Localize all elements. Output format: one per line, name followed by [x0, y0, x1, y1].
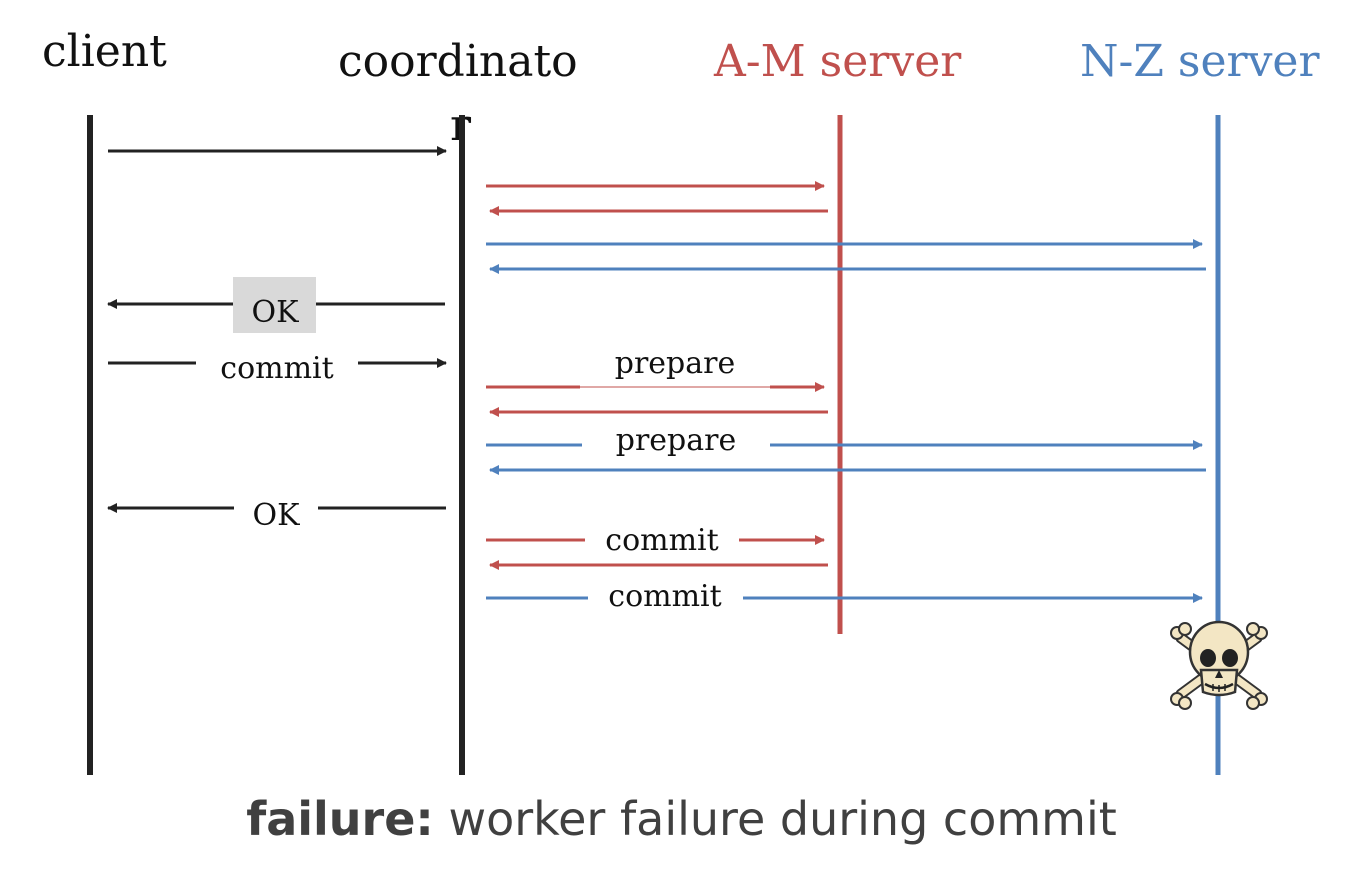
commit-am-label: commit [605, 523, 718, 558]
skull-and-crossbones-icon [1170, 620, 1268, 710]
ok-first-label: OK [251, 295, 299, 330]
nz-server-lifeline-label: N-Z server [1080, 36, 1320, 87]
prepare-am-label: prepare [615, 346, 735, 381]
ok-first-highlight [233, 277, 316, 333]
commit-nz-label: commit [608, 579, 721, 614]
diagram-caption: failure: worker failure during commit [0, 792, 1363, 846]
caption-bold: failure: [246, 792, 434, 846]
caption-text: worker failure during commit [433, 792, 1117, 846]
client-commit-label: commit [220, 351, 333, 386]
coordinator-lifeline-label: coordinato [338, 36, 578, 87]
am-server-lifeline-label: A-M server [714, 36, 962, 87]
prepare-nz-label: prepare [616, 423, 736, 458]
client-lifeline-label: client [42, 26, 167, 77]
ok-second-label: OK [252, 498, 300, 533]
